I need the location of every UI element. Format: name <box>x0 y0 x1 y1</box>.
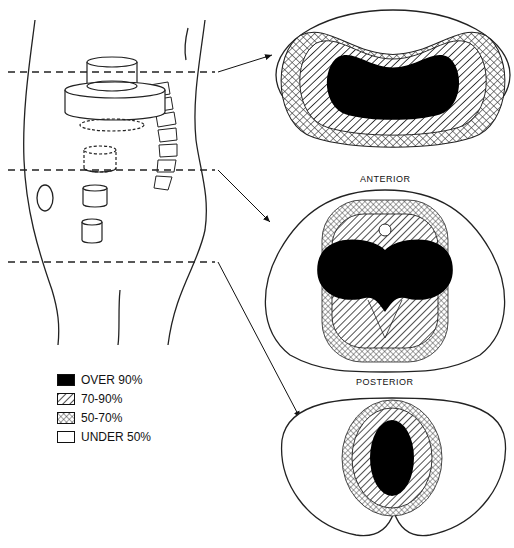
legend-text: 50-70% <box>81 412 122 424</box>
legend-text: 70-90% <box>81 393 122 405</box>
legend-text: OVER 90% <box>81 374 142 386</box>
orientation-label: POSTERIOR <box>354 377 416 388</box>
legend-swatch <box>57 412 75 424</box>
legend-swatch <box>57 431 75 443</box>
legend-swatch <box>57 393 75 405</box>
legend-text: UNDER 50% <box>81 431 151 443</box>
legend-swatch <box>57 374 75 386</box>
orientation-label: ANTERIOR <box>358 174 413 185</box>
